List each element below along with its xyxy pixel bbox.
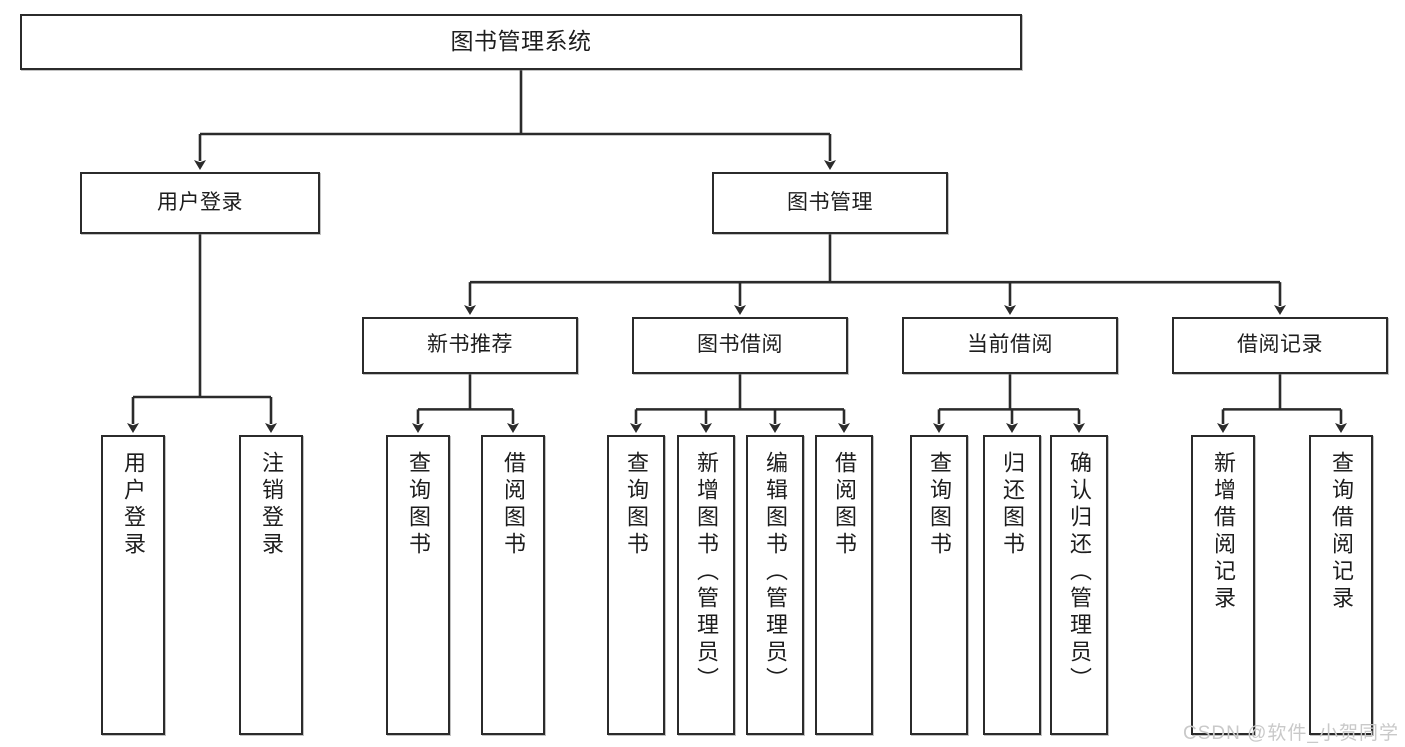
node-leaf-confirm-ret[interactable]: 确认归还（管理员）	[1050, 435, 1108, 735]
node-label: 图书借阅	[697, 333, 783, 357]
node-leaf-return-book[interactable]: 归还图书	[983, 435, 1041, 735]
node-leaf-query-book-1[interactable]: 查询图书	[386, 435, 450, 735]
node-leaf-query-book-3[interactable]: 查询图书	[910, 435, 968, 735]
node-new-book-rec[interactable]: 新书推荐	[362, 317, 578, 374]
node-user-login[interactable]: 用户登录	[80, 172, 320, 234]
node-leaf-add-record[interactable]: 新增借阅记录	[1191, 435, 1255, 735]
node-label: 查询图书	[405, 451, 431, 559]
node-leaf-query-book-2[interactable]: 查询图书	[607, 435, 665, 735]
node-leaf-user-login[interactable]: 用户登录	[101, 435, 165, 735]
connector-bus	[470, 234, 1280, 284]
node-leaf-add-book[interactable]: 新增图书（管理员）	[677, 435, 735, 735]
node-leaf-borrow-book-1[interactable]: 借阅图书	[481, 435, 545, 735]
node-book-borrow[interactable]: 图书借阅	[632, 317, 848, 374]
node-leaf-query-record[interactable]: 查询借阅记录	[1309, 435, 1373, 735]
node-label: 查询图书	[926, 451, 952, 559]
connector-bus	[133, 234, 271, 399]
node-label: 借阅图书	[831, 451, 857, 559]
node-label: 用户登录	[120, 451, 146, 559]
node-book-manage[interactable]: 图书管理	[712, 172, 948, 234]
node-leaf-edit-book[interactable]: 编辑图书（管理员）	[746, 435, 804, 735]
node-label: 查询借阅记录	[1328, 451, 1354, 613]
node-label: 用户登录	[157, 190, 243, 214]
node-label: 图书管理	[787, 190, 873, 214]
node-label: 新增图书（管理员）	[693, 451, 719, 694]
node-label: 借阅记录	[1237, 333, 1323, 357]
node-label: 图书管理系统	[450, 28, 592, 55]
connector-bus	[636, 374, 844, 411]
connector-bus	[418, 374, 513, 411]
node-label: 当前借阅	[967, 333, 1053, 357]
connector-bus	[1223, 374, 1341, 411]
node-label: 编辑图书（管理员）	[762, 451, 788, 694]
connector-bus	[200, 70, 830, 136]
node-label: 确认归还（管理员）	[1066, 451, 1092, 694]
node-label: 归还图书	[999, 451, 1025, 559]
connector-bus	[939, 374, 1079, 411]
node-label: 新书推荐	[427, 333, 513, 357]
node-leaf-borrow-book-2[interactable]: 借阅图书	[815, 435, 873, 735]
node-borrow-record[interactable]: 借阅记录	[1172, 317, 1388, 374]
watermark-text: CSDN @软件_小贺同学	[1183, 723, 1399, 744]
node-label: 注销登录	[258, 451, 284, 559]
node-label: 查询图书	[623, 451, 649, 559]
node-label: 借阅图书	[500, 451, 526, 559]
node-root[interactable]: 图书管理系统	[20, 14, 1022, 70]
node-current-borrow[interactable]: 当前借阅	[902, 317, 1118, 374]
node-label: 新增借阅记录	[1210, 451, 1236, 613]
node-leaf-logout[interactable]: 注销登录	[239, 435, 303, 735]
